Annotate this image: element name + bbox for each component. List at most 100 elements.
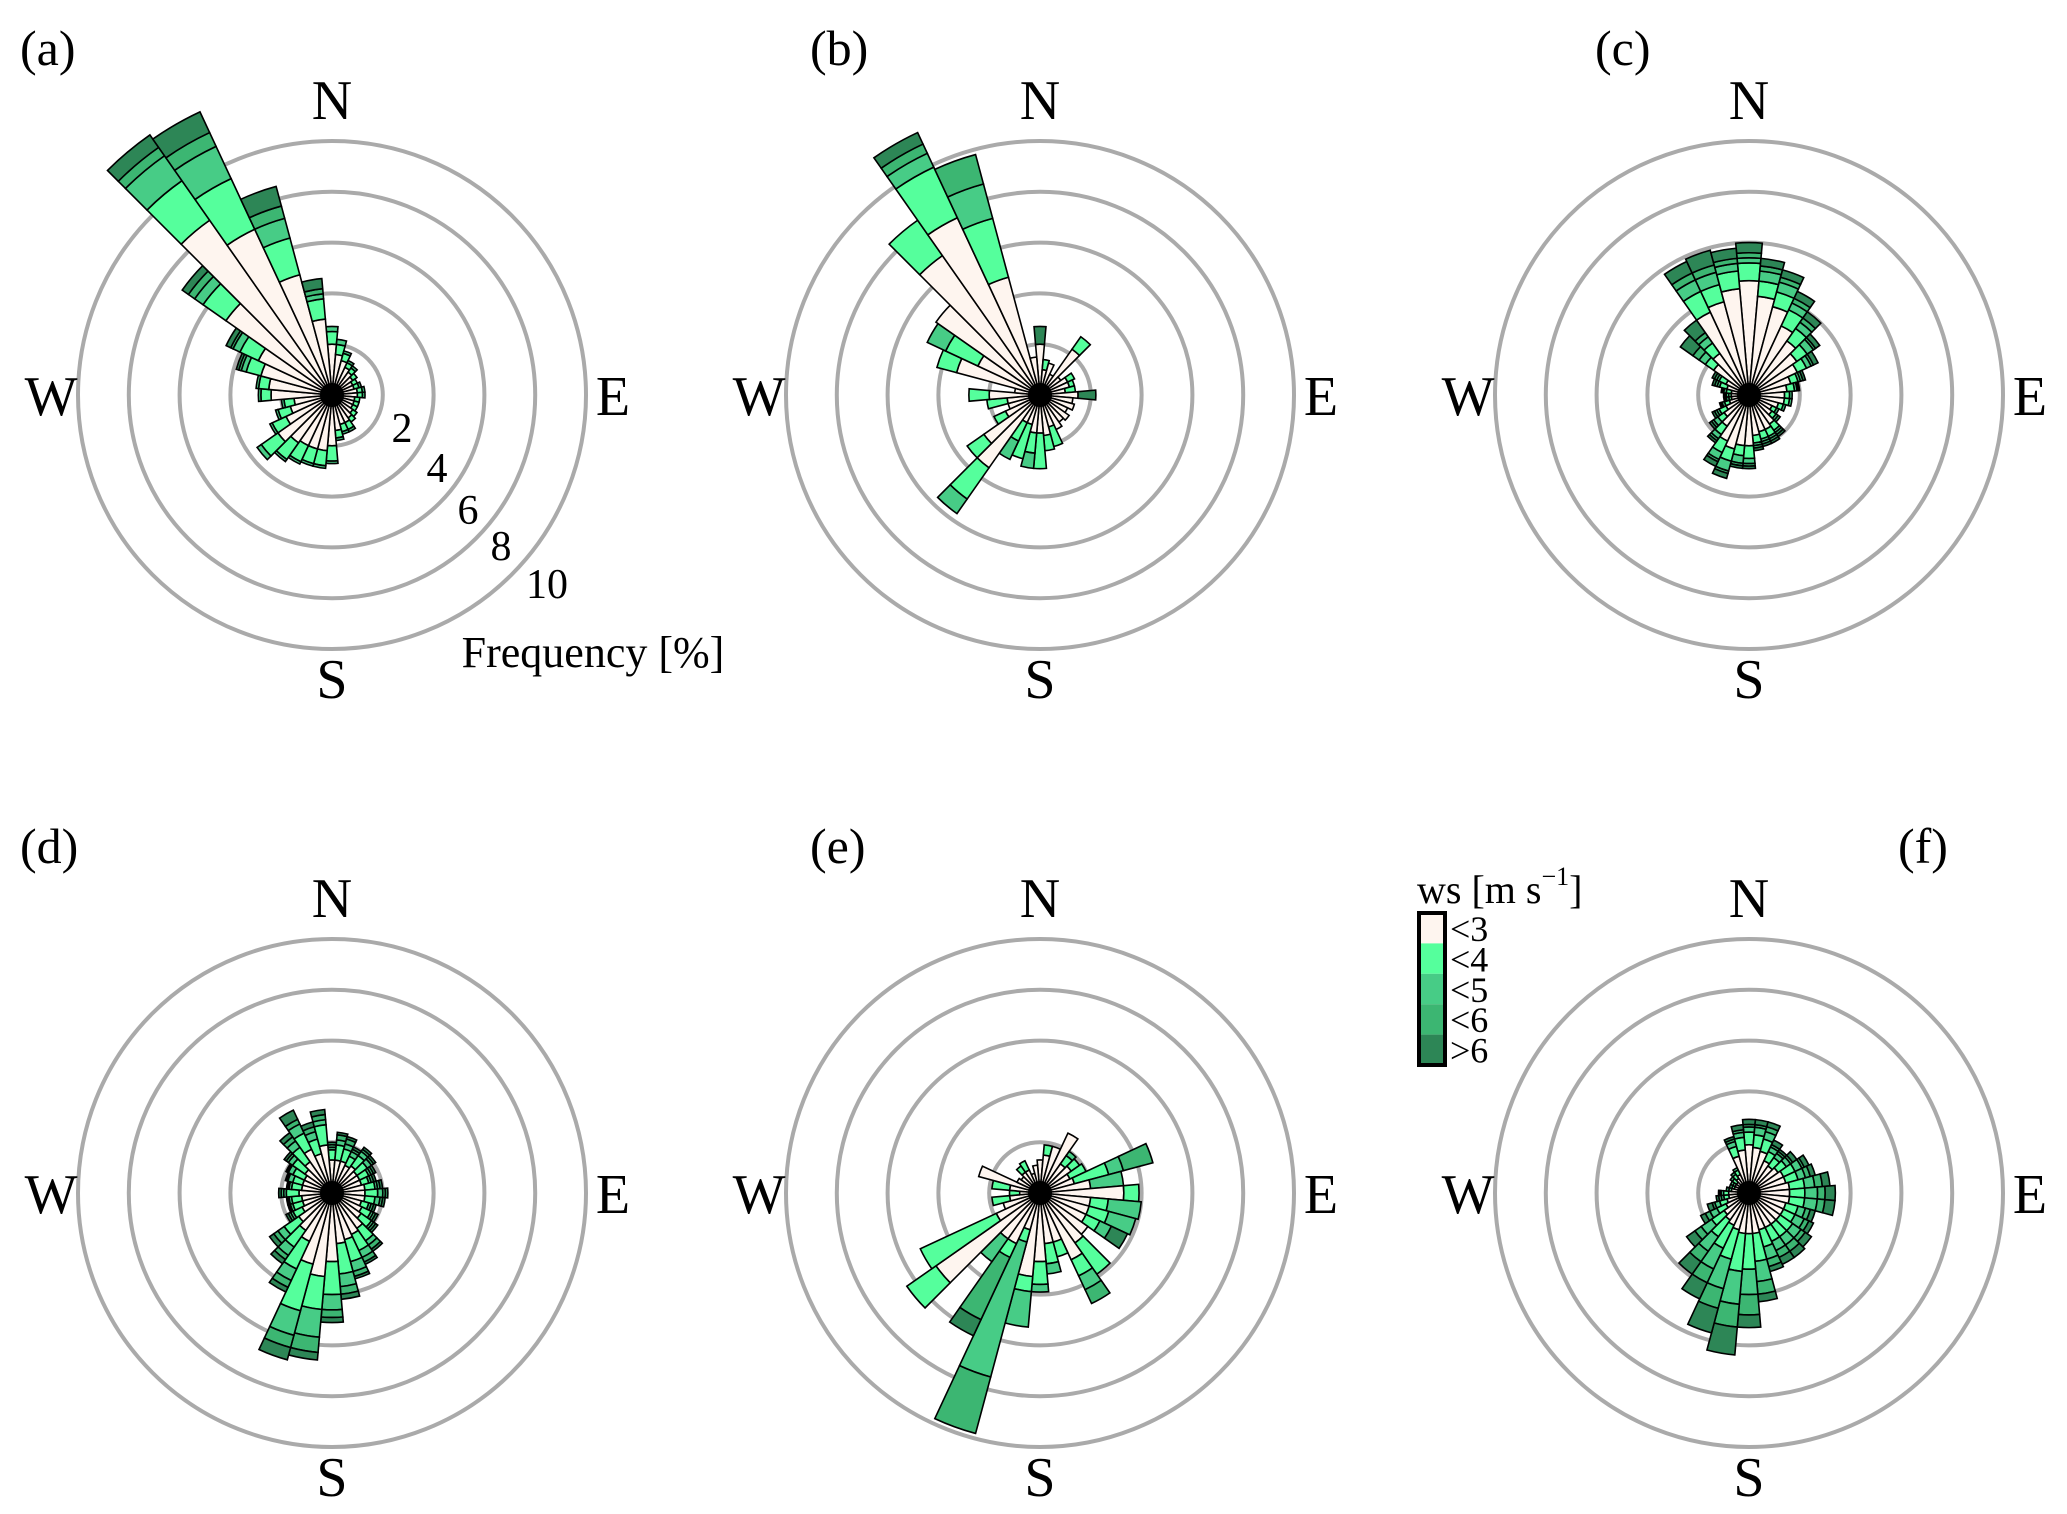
wedge-350deg-class-5 <box>1709 247 1738 264</box>
panel-label: (c) <box>1595 20 1651 76</box>
wedge-90deg-class-5 <box>384 1187 389 1199</box>
frequency-ring <box>126 987 538 1399</box>
wedge-270deg-class-5 <box>277 1187 283 1199</box>
compass-label-w: W <box>1442 366 1495 428</box>
legend-class-label: <4 <box>1450 939 1488 979</box>
wedge-170deg-class-3 <box>334 435 345 442</box>
wedge-240deg-class-5 <box>1711 410 1719 420</box>
compass-label-n: N <box>1729 868 1769 930</box>
radial-tick-label: 2 <box>392 406 413 452</box>
wedge-10deg-class-3 <box>335 338 348 347</box>
frequency-ring <box>228 291 436 499</box>
compass-label-w: W <box>733 1164 786 1226</box>
wedge-230deg-class-5 <box>268 1232 283 1249</box>
compass-label-n: N <box>1729 70 1769 132</box>
panel-label: (d) <box>20 818 78 874</box>
wedge-80deg-class-5 <box>1819 1170 1831 1188</box>
wedge-0deg-class-2 <box>1736 262 1762 283</box>
legend-swatch <box>1419 913 1445 944</box>
wedge-90deg-class-5 <box>1077 389 1097 401</box>
wedge-100deg-class-3 <box>1105 1198 1143 1221</box>
wedge-220deg-class-5 <box>269 1249 287 1265</box>
compass-label-w: W <box>733 366 786 428</box>
wedge-110deg-class-3 <box>1103 1210 1137 1236</box>
wedge-60deg-class-5 <box>1806 350 1820 367</box>
wedge-10deg-class-5 <box>1754 1118 1770 1128</box>
wedge-320deg-class-5 <box>106 133 160 183</box>
center-dot <box>1737 1181 1761 1205</box>
wedge-230deg-class-5 <box>1708 420 1718 431</box>
wedge-200deg-class-5 <box>1686 1300 1720 1334</box>
wedge-90deg-class-4 <box>1816 1185 1826 1201</box>
center-dot <box>320 383 344 407</box>
wedge-180deg-class-5 <box>1736 1313 1762 1329</box>
wedge-270deg-class-5 <box>1717 1189 1721 1197</box>
legend-class-label: <6 <box>1450 1000 1488 1040</box>
compass-label-n: N <box>312 868 352 930</box>
frequency-ring <box>1594 1038 1904 1348</box>
compass-label-s: S <box>316 649 347 711</box>
wedge-120deg-class-5 <box>1103 1225 1129 1250</box>
wedge-220deg-class-5 <box>1706 433 1719 444</box>
compass-label-e: E <box>1304 1164 1338 1226</box>
compass-label-w: W <box>1442 1164 1495 1226</box>
wedge-30deg-class-1 <box>1039 1132 1079 1194</box>
center-dot <box>320 1181 344 1205</box>
frequency-ring <box>1543 189 1955 601</box>
wedge-220deg-class-5 <box>1677 1251 1703 1276</box>
wedge-0deg-class-5 <box>326 1141 338 1146</box>
panel-label: (f) <box>1898 818 1948 874</box>
wedge-180deg-class-5 <box>1741 464 1757 470</box>
wedge-340deg-class-5 <box>1684 249 1716 275</box>
frequency-ring <box>784 937 1296 1449</box>
frequency-ring <box>126 189 538 601</box>
wedge-0deg-class-3 <box>325 325 339 333</box>
wedge-100deg-class-5 <box>380 1196 387 1208</box>
wedge-30deg-class-3 <box>345 359 355 367</box>
wedge-260deg-class-2 <box>991 1194 1012 1207</box>
compass-label-e: E <box>596 366 630 428</box>
wedge-30deg-class-5 <box>1770 1138 1784 1151</box>
wedge-260deg-class-3 <box>280 398 287 410</box>
wedge-250deg-class-5 <box>1718 401 1724 409</box>
wedge-190deg-class-5 <box>1705 1322 1739 1356</box>
wedge-150deg-class-4 <box>1084 1279 1112 1305</box>
wedge-0deg-class-5 <box>1741 1118 1757 1126</box>
wedge-10deg-class-5 <box>336 1131 349 1138</box>
wedge-110deg-class-3 <box>1780 403 1787 413</box>
wedge-260deg-class-5 <box>1715 1194 1721 1203</box>
compass-label-n: N <box>1020 70 1060 132</box>
wedge-90deg-class-3 <box>361 391 366 399</box>
wedge-230deg-class-2 <box>966 433 993 459</box>
wedge-240deg-class-2 <box>992 410 1010 426</box>
radial-axis-label: Frequency [%] <box>462 628 725 677</box>
wedge-30deg-class-5 <box>1793 290 1816 309</box>
compass-label-e: E <box>1304 366 1338 428</box>
wedge-40deg-class-5 <box>1801 310 1822 330</box>
compass-label-s: S <box>1733 1447 1764 1509</box>
frequency-ring <box>76 139 588 651</box>
legend-title: ws [m s−1] <box>1417 862 1582 912</box>
frequency-ring <box>936 291 1144 499</box>
wedge-0deg-class-5 <box>1033 325 1047 346</box>
wedge-90deg-class-2 <box>1122 1183 1140 1203</box>
radial-tick-label: 6 <box>458 488 479 534</box>
frequency-ring <box>885 1038 1195 1348</box>
wedge-50deg-class-5 <box>366 1154 377 1165</box>
wedge-270deg-class-3 <box>257 387 263 403</box>
wedge-230deg-class-3 <box>255 443 273 461</box>
wedge-350deg-class-5 <box>300 277 324 293</box>
wedge-100deg-class-3 <box>1787 397 1793 408</box>
wedge-220deg-class-3 <box>936 483 969 515</box>
panel-label: (b) <box>810 20 868 76</box>
wedge-350deg-class-5 <box>1730 1123 1745 1133</box>
wedge-20deg-class-5 <box>1765 1120 1782 1132</box>
compass-label-s: S <box>1024 1447 1055 1509</box>
compass-label-s: S <box>316 1447 347 1509</box>
center-dot <box>1028 383 1052 407</box>
wedge-200deg-class-5 <box>1711 467 1729 480</box>
compass-label-w: W <box>25 1164 78 1226</box>
